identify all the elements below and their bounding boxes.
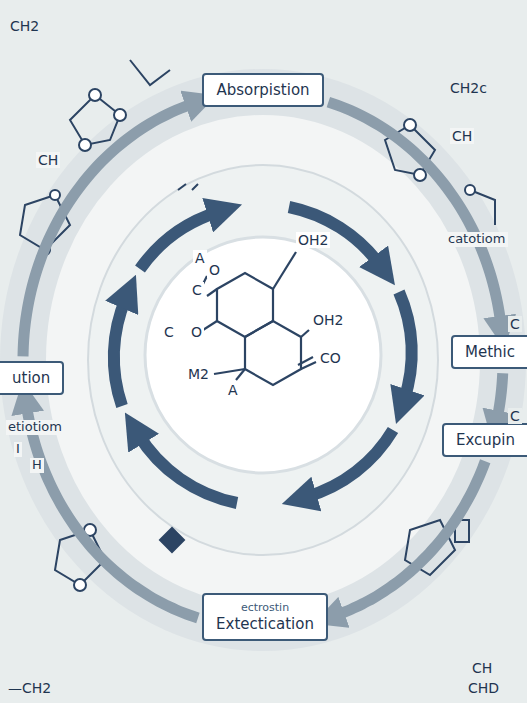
cycle-arrow — [23, 104, 192, 356]
formula-label: C — [508, 408, 522, 424]
process-box: Methic — [451, 335, 527, 369]
process-box: Absorpistion — [202, 73, 323, 107]
atom-label: OH2 — [311, 312, 345, 328]
molecule-sketches — [20, 60, 495, 591]
formula-label: C — [508, 316, 522, 332]
cycle-arrow — [328, 102, 500, 322]
inner-ground — [88, 165, 438, 555]
atom-label: O — [207, 262, 222, 278]
atom-label: A — [226, 382, 240, 398]
formula-label: —CH2 — [6, 680, 53, 696]
step-label: Absorpistion — [216, 81, 309, 99]
process-box: ution — [0, 361, 64, 395]
cycle-arrow — [27, 407, 198, 618]
atom-label: OH2 — [296, 232, 330, 248]
atom-label: M2 — [186, 366, 211, 382]
formula-label: H — [30, 458, 44, 473]
atom-label: O — [189, 324, 204, 340]
step-label: Extectication — [216, 615, 314, 633]
formula-label: CH — [450, 128, 474, 144]
step-label: Methic — [465, 343, 515, 361]
formula-label: CH2c — [448, 80, 489, 96]
process-box: ectrostinExtectication — [202, 593, 328, 640]
step-label: ectrostin — [216, 601, 314, 614]
ring-band — [23, 92, 503, 628]
formula-label: CH — [470, 660, 494, 676]
atom-label: A — [193, 250, 207, 266]
molecule-structure — [203, 252, 316, 385]
center-circle — [145, 237, 381, 473]
process-box: Excupin — [442, 423, 527, 457]
formula-label: CH2 — [8, 18, 41, 34]
formula-label: CH — [36, 152, 60, 168]
step-label: ution — [12, 369, 50, 387]
cycle-arrow — [338, 461, 485, 614]
atom-label: C — [190, 282, 204, 298]
formula-label: etiotiom — [6, 420, 64, 435]
formula-label: catotiom — [446, 232, 508, 247]
atom-label: CO — [318, 350, 343, 366]
formula-label: I — [14, 442, 22, 457]
formula-label: CHD — [466, 680, 501, 696]
step-label: Excupin — [456, 431, 515, 449]
inner-arrows — [114, 207, 412, 503]
atom-label: C — [162, 324, 176, 340]
cycle-arrow — [497, 373, 502, 417]
